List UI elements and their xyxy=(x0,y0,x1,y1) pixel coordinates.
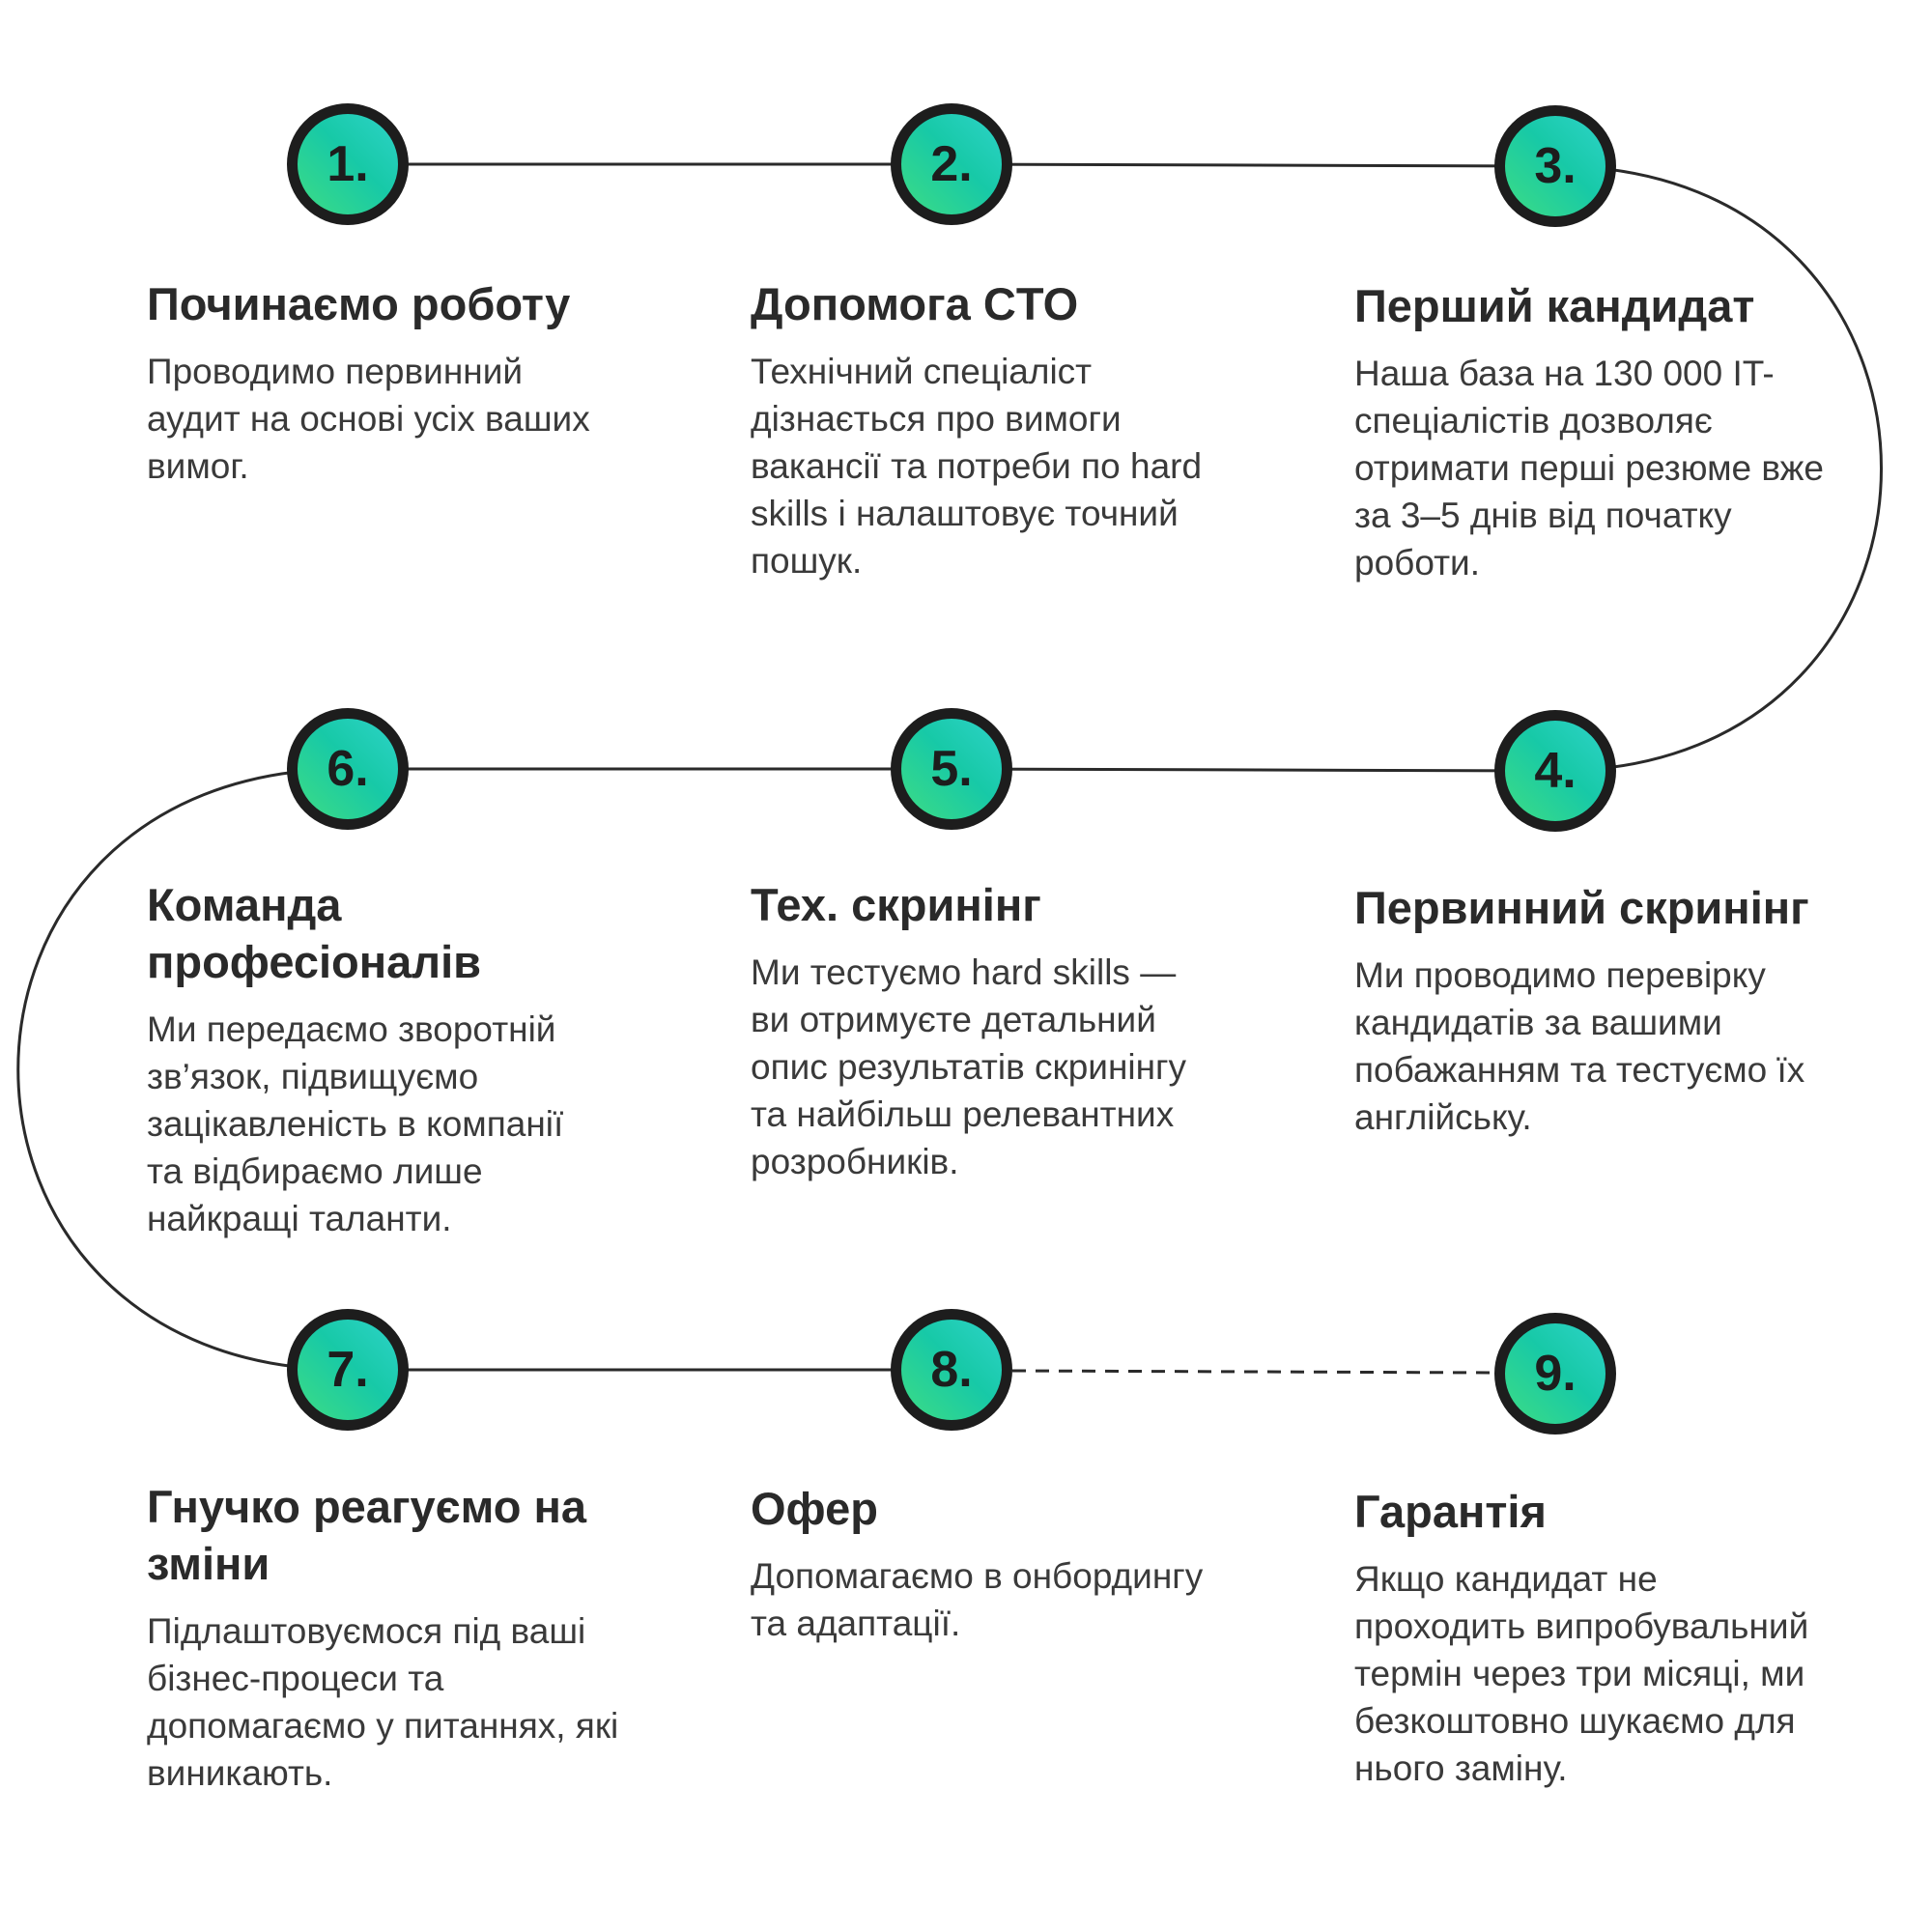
step-9-number: 9. xyxy=(1534,1346,1577,1402)
step-7-description: Підлаштовуємося під ваші бізнес-процеси … xyxy=(147,1611,619,1793)
step-7-number: 7. xyxy=(327,1342,369,1398)
step-2-title: Допомога CTO xyxy=(751,278,1079,329)
step-3-number: 3. xyxy=(1534,138,1577,194)
step-8-title: Офер xyxy=(751,1483,878,1534)
step-3-badge: 3. xyxy=(1494,105,1616,227)
step-2-number: 2. xyxy=(930,136,973,192)
step-5-content: Тех. скринінг Ми тестуємо hard skills — … xyxy=(751,876,1224,1185)
step-7-content: Гнучко реагуємо на зміни Підлаштовуємося… xyxy=(147,1478,630,1797)
step-6-number: 6. xyxy=(327,741,369,797)
step-4-content: Первинний скринінг Ми проводимо перевірк… xyxy=(1354,879,1828,1141)
step-9-description: Якщо кандидат не проходить випробувальни… xyxy=(1354,1559,1809,1788)
step-6-description: Ми передаємо зворотній зв’язок, підвищує… xyxy=(147,1009,564,1238)
step-2-description: Технічний спеціаліст дізнається про вимо… xyxy=(751,352,1203,581)
step-9-content: Гарантія Якщо кандидат не проходить випр… xyxy=(1354,1483,1828,1792)
step-9-badge: 9. xyxy=(1494,1313,1616,1435)
step-4-number: 4. xyxy=(1534,743,1577,799)
step-1-description: Проводимо первинний аудит на основі усіх… xyxy=(147,352,590,486)
step-5-number: 5. xyxy=(930,741,973,797)
step-6-title: Команда професіоналів xyxy=(147,879,482,987)
connector-2-3 xyxy=(951,162,1556,168)
step-1-content: Починаємо роботу Проводимо первинний ауд… xyxy=(147,275,620,490)
step-7-title: Гнучко реагуємо на зміни xyxy=(147,1481,587,1589)
step-1-title: Починаємо роботу xyxy=(147,278,571,329)
connector-4-5 xyxy=(951,767,1556,773)
connector-6-7 xyxy=(16,767,349,1372)
step-1-number: 1. xyxy=(327,136,369,192)
step-4-badge: 4. xyxy=(1494,710,1616,832)
connector-8-9-dashed xyxy=(1011,1369,1496,1375)
step-8-description: Допомагаємо в онбордингу та адаптації. xyxy=(751,1556,1204,1643)
step-5-description: Ми тестуємо hard skills — ви отримуєте д… xyxy=(751,952,1187,1181)
step-2-content: Допомога CTO Технічний спеціаліст дізнає… xyxy=(751,275,1224,584)
step-5-badge: 5. xyxy=(891,708,1012,830)
step-5-title: Тех. скринінг xyxy=(751,879,1041,930)
step-4-title: Первинний скринінг xyxy=(1354,882,1809,933)
step-4-description: Ми проводимо перевірку кандидатів за ваш… xyxy=(1354,955,1805,1137)
step-3-content: Перший кандидат Наша база на 130 000 IT-… xyxy=(1354,277,1828,586)
connector-3-4 xyxy=(1554,164,1883,773)
step-6-badge: 6. xyxy=(287,708,409,830)
step-3-title: Перший кандидат xyxy=(1354,280,1755,331)
step-9-title: Гарантія xyxy=(1354,1486,1547,1537)
step-8-number: 8. xyxy=(930,1342,973,1398)
step-3-description: Наша база на 130 000 IT-спеціалістів доз… xyxy=(1354,354,1824,582)
step-8-content: Офер Допомагаємо в онбордингу та адаптац… xyxy=(751,1480,1224,1647)
step-8-badge: 8. xyxy=(891,1309,1012,1431)
step-6-content: Команда професіоналів Ми передаємо зворо… xyxy=(147,876,601,1242)
step-1-badge: 1. xyxy=(287,103,409,225)
step-2-badge: 2. xyxy=(891,103,1012,225)
step-7-badge: 7. xyxy=(287,1309,409,1431)
